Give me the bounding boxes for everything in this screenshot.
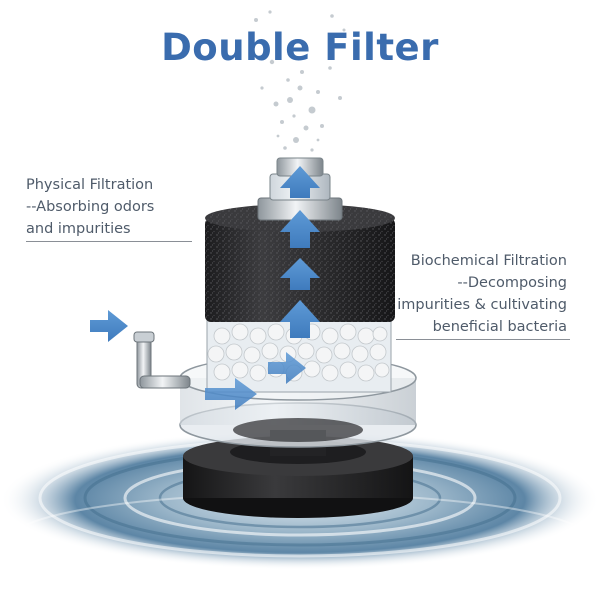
biochemical-filtration-line4: beneficial bacteria xyxy=(432,319,567,335)
physical-filtration-heading: Physical Filtration xyxy=(26,177,154,193)
bubbles-icon xyxy=(248,10,346,152)
biochemical-filtration-line3: impurities & cultivating xyxy=(397,297,567,313)
physical-filtration-line3: and impurities xyxy=(26,221,131,237)
biochemical-filtration-caption: Biochemical Filtration --Decomposing imp… xyxy=(397,250,567,338)
right-leader-line xyxy=(396,339,570,340)
air-inlet-pipe xyxy=(133,331,191,389)
biochemical-filtration-line2: --Decomposing xyxy=(457,275,567,291)
left-leader-line xyxy=(26,241,192,242)
page-title: Double Filter xyxy=(161,26,439,69)
physical-filtration-line2: --Absorbing odors xyxy=(26,199,155,215)
biochemical-filtration-heading: Biochemical Filtration xyxy=(410,253,567,269)
physical-filtration-caption: Physical Filtration --Absorbing odors an… xyxy=(26,174,154,240)
flow-arrow-icon xyxy=(90,166,320,410)
